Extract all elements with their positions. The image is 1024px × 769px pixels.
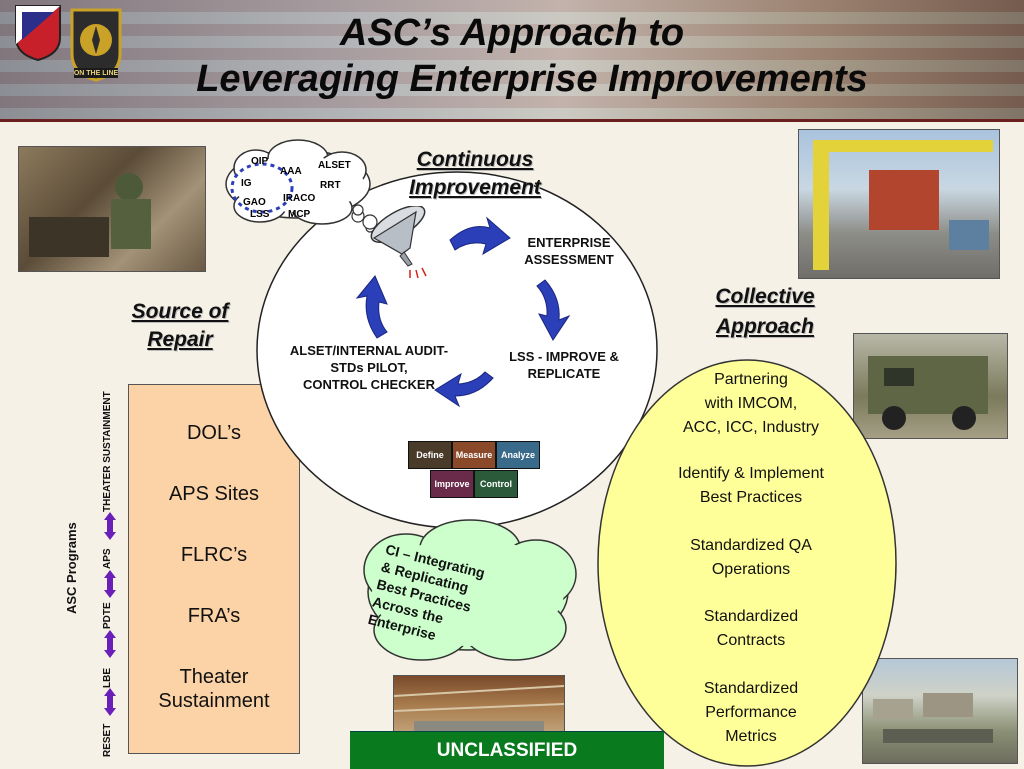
- source-item-flrc: FLRC’s: [180, 544, 248, 566]
- cycle-arrow-icon: [434, 371, 494, 408]
- source-of-repair-box: DOL’s APS Sites FLRC’s FRA’s Theater Sus…: [128, 384, 300, 754]
- classification-banner: UNCLASSIFIED: [350, 731, 664, 769]
- dmaic-control: Control: [474, 470, 518, 498]
- agency-lss: LSS: [250, 209, 270, 220]
- collective-item-metrics: Standardized Performance Metrics: [703, 680, 799, 745]
- ci-heading-line2: Improvement: [409, 176, 541, 199]
- double-arrow-icon: [104, 630, 116, 658]
- flag-background: [0, 0, 1024, 120]
- header-divider: [0, 119, 1024, 122]
- continuous-improvement-heading: Continuous Improvement: [385, 146, 565, 202]
- agency-mcp: MCP: [288, 209, 311, 220]
- collective-item-contracts: Standardized Contracts: [703, 608, 799, 649]
- agency-gao: GAO: [243, 197, 266, 208]
- collective-heading-line2: Approach: [715, 315, 814, 338]
- alset-audit-label: ALSET/INTERNAL AUDIT- STDs PILOT, CONTRO…: [289, 343, 449, 392]
- source-heading-line1: Source of: [131, 300, 229, 323]
- agency-alset: ALSET: [318, 160, 351, 171]
- page-title-line1: ASC’s Approach to: [339, 12, 685, 54]
- dmaic-define: Define: [408, 441, 452, 469]
- program-theater-sustainment: THEATER SUSTAINMENT: [102, 391, 113, 512]
- collective-item-qa-operations: Standardized QA Operations: [690, 537, 812, 578]
- asc-programs-label: ASC Programs: [64, 522, 79, 614]
- aerial-base-photo: [862, 658, 1018, 764]
- military-vehicle-photo: [853, 333, 1008, 439]
- agency-rrt: RRT: [320, 180, 341, 191]
- double-arrow-icon: [104, 688, 116, 716]
- collective-item-partnering: Partnering with IMCOM, ACC, ICC, Industr…: [682, 371, 820, 436]
- collective-approach-heading: Collective Approach: [690, 282, 840, 342]
- port-crane-photo: [798, 129, 1000, 279]
- double-arrow-icon: [104, 570, 116, 598]
- lss-improve-label: LSS - IMPROVE & REPLICATE: [509, 349, 619, 381]
- agency-aaa: AAA: [280, 166, 302, 177]
- page-title-line2: Leveraging Enterprise Improvements: [196, 58, 868, 100]
- enterprise-assessment-label: ENTERPRISE ASSESSMENT: [524, 235, 614, 267]
- sustainment-command-badge: [66, 6, 126, 84]
- cycle-arrow-icon: [536, 279, 571, 341]
- dmaic-measure: Measure: [452, 441, 496, 469]
- cycle-arrow-icon: [449, 216, 511, 256]
- funnel-icon: [370, 206, 427, 279]
- soldier-repair-photo: [18, 146, 206, 272]
- header-banner: [0, 0, 1024, 120]
- cycle-arrow-icon: [355, 275, 388, 339]
- agency-ig: IG: [241, 178, 252, 189]
- ci-heading-line1: Continuous: [416, 148, 534, 171]
- asc-shield-logo: [14, 4, 62, 62]
- source-item-dol: DOL’s: [186, 422, 242, 444]
- collective-item-best-practices: Identify & Implement Best Practices: [678, 465, 824, 506]
- collective-heading-line1: Collective: [715, 285, 815, 308]
- dmaic-improve: Improve: [430, 470, 474, 498]
- source-item-theater-sustainment: Theater Sustainment: [158, 666, 270, 712]
- program-arrows: [104, 512, 116, 716]
- double-arrow-icon: [104, 512, 116, 540]
- logo-motto: ON THE LINE: [73, 70, 119, 77]
- agency-oip: OIP: [251, 156, 269, 167]
- agency-iraco: IRACO: [283, 193, 316, 204]
- collective-approach-ellipse: [597, 359, 897, 767]
- oversight-thought-cloud: [225, 139, 375, 233]
- thought-bubble-dots: [352, 204, 378, 230]
- source-item-aps-sites: APS Sites: [168, 483, 260, 505]
- ci-cycle-circle: [256, 171, 658, 529]
- source-heading-line2: Repair: [147, 328, 213, 351]
- source-item-fra: FRA’s: [187, 605, 241, 627]
- dmaic-analyze: Analyze: [496, 441, 540, 469]
- ci-replication-cloud: [363, 519, 577, 661]
- source-of-repair-heading: Source of Repair: [110, 298, 250, 354]
